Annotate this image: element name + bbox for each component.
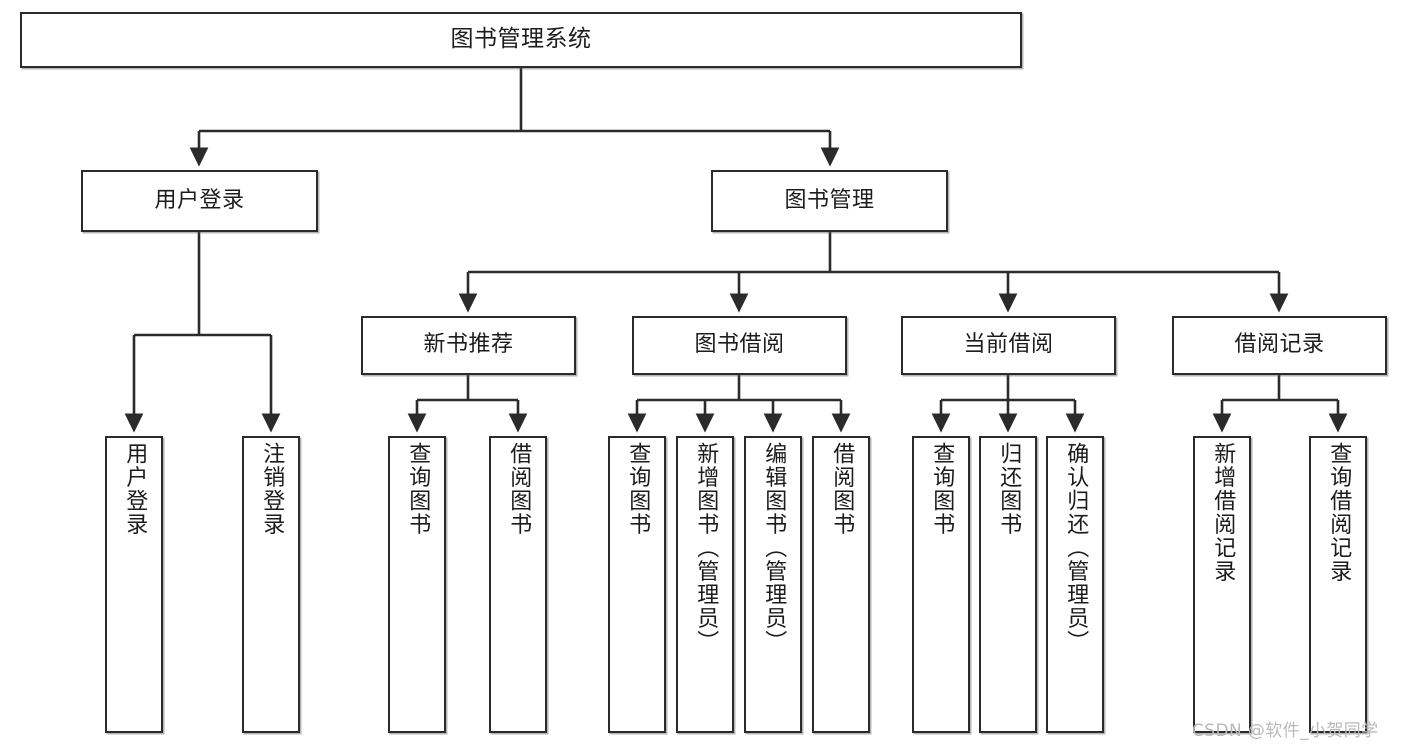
node-label: 注销登录 <box>259 442 285 536</box>
leaf-query-book-new-recommend[interactable]: 查询图书 <box>388 436 446 733</box>
node-label: 新增图书（管理员） <box>693 442 719 654</box>
leaf-add-borrow-record[interactable]: 新增借阅记录 <box>1193 436 1251 733</box>
leaf-add-book-admin[interactable]: 新增图书（管理员） <box>676 436 734 733</box>
leaf-borrow-book-new-recommend[interactable]: 借阅图书 <box>489 436 547 733</box>
leaf-edit-book-admin[interactable]: 编辑图书（管理员） <box>744 436 802 733</box>
node-label: 新增借阅记录 <box>1210 442 1236 583</box>
node-label: 借阅图书 <box>506 442 532 536</box>
node-book-borrow[interactable]: 图书借阅 <box>632 316 847 375</box>
leaf-confirm-return-admin[interactable]: 确认归还（管理员） <box>1046 436 1104 733</box>
node-label: 图书借阅 <box>694 332 785 358</box>
node-user-login[interactable]: 用户登录 <box>81 170 318 232</box>
node-label: 归还图书 <box>996 442 1022 536</box>
node-label: 查询图书 <box>405 442 431 536</box>
leaf-logout[interactable]: 注销登录 <box>242 436 300 733</box>
node-label: 编辑图书（管理员） <box>761 442 787 654</box>
node-label: 用户登录 <box>154 187 245 213</box>
leaf-user-login[interactable]: 用户登录 <box>105 436 163 733</box>
node-label: 查询图书 <box>929 442 955 536</box>
node-label: 借阅图书 <box>829 442 855 536</box>
leaf-query-borrow-record[interactable]: 查询借阅记录 <box>1309 436 1367 733</box>
node-label: 当前借阅 <box>963 332 1054 358</box>
leaf-query-book-current[interactable]: 查询图书 <box>912 436 970 733</box>
leaf-borrow-book[interactable]: 借阅图书 <box>812 436 870 733</box>
node-new-book-recommend[interactable]: 新书推荐 <box>361 316 576 375</box>
leaf-return-book[interactable]: 归还图书 <box>979 436 1037 733</box>
node-label: 确认归还（管理员） <box>1063 442 1089 654</box>
watermark-text: CSDN @软件_小贺同学 <box>1192 721 1379 741</box>
leaf-query-book-borrow[interactable]: 查询图书 <box>608 436 666 733</box>
node-label: 图书管理 <box>784 187 875 213</box>
node-label: 图书管理系统 <box>450 26 592 53</box>
node-root-book-management-system[interactable]: 图书管理系统 <box>20 12 1022 68</box>
node-borrow-record[interactable]: 借阅记录 <box>1172 316 1387 375</box>
node-label: 借阅记录 <box>1234 332 1325 358</box>
node-book-management[interactable]: 图书管理 <box>711 170 948 232</box>
node-label: 查询图书 <box>625 442 651 536</box>
node-current-borrow[interactable]: 当前借阅 <box>901 316 1116 375</box>
node-label: 用户登录 <box>122 442 148 536</box>
node-label: 查询借阅记录 <box>1326 442 1352 583</box>
node-label: 新书推荐 <box>423 332 514 358</box>
